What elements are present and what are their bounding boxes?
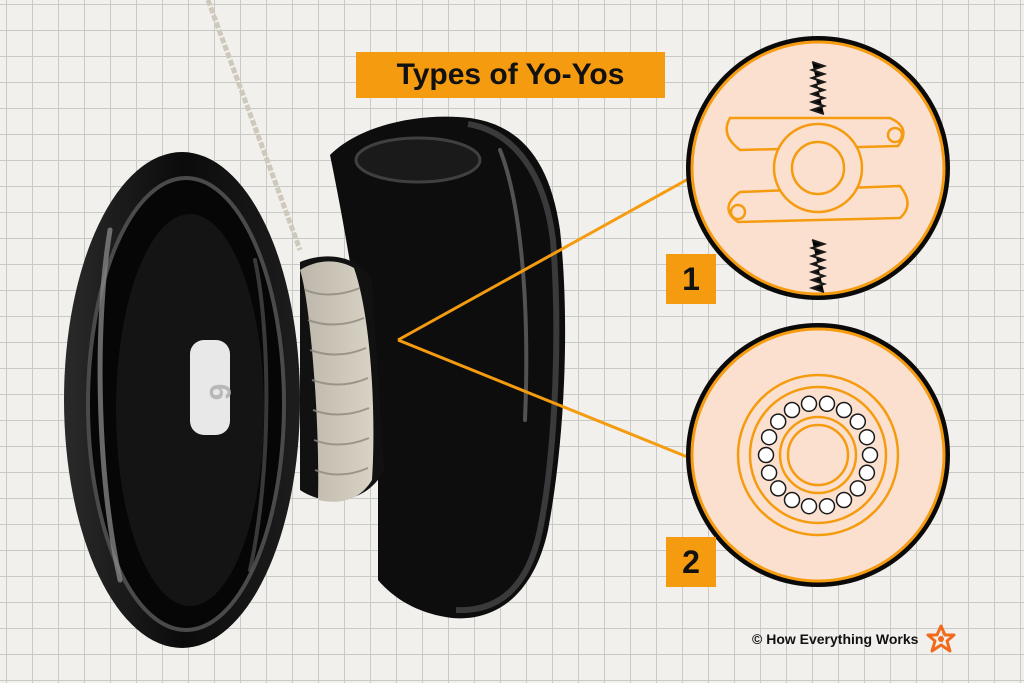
badge-1-label: 1: [682, 260, 700, 297]
badge-2: 2: [666, 537, 716, 587]
badge-1: 1: [666, 254, 716, 304]
bearing-ball: [858, 428, 876, 446]
bearing-ball: [783, 491, 801, 509]
panel-2-ball-bearing: [686, 323, 950, 587]
axle-cap: [190, 340, 230, 435]
bearing-ball: [757, 446, 775, 464]
bearing-ball: [818, 497, 836, 515]
bearing-ball: [835, 401, 853, 419]
clutch-arm-upper: [725, 116, 905, 152]
callout-lines: [397, 176, 691, 460]
bottom-spring: [808, 239, 828, 293]
credit-line: © How Everything Works: [752, 624, 956, 653]
yoyo-left-half: 6: [64, 152, 300, 648]
bearing-ball: [849, 413, 867, 430]
yoyo-string: [205, 0, 303, 251]
bearing-ball: [783, 401, 801, 419]
bearing-ball: [760, 464, 778, 482]
bearing-ball: [769, 480, 787, 497]
diagram-title: Types of Yo-Yos: [396, 58, 625, 91]
how-everything-works-logo-icon: [926, 624, 956, 653]
bearing-ball: [800, 497, 818, 515]
badge-2-label: 2: [682, 543, 700, 580]
top-spring: [808, 61, 828, 115]
clutch-arm-lower: [727, 184, 909, 224]
bearing-ball: [760, 428, 778, 446]
bearing-ball: [849, 480, 867, 497]
bearing-ball: [769, 413, 787, 430]
bearing-ball: [835, 491, 853, 509]
title-banner: Types of Yo-Yos: [356, 52, 665, 98]
clutch-hub-outer: [772, 122, 864, 214]
bearing-ball: [818, 395, 836, 413]
svg-text:6: 6: [203, 384, 236, 401]
clutch-hub-inner: [790, 140, 846, 196]
yoyo-right-half: [330, 116, 566, 619]
bearing-ball: [858, 464, 876, 482]
axle-string-wrap: [300, 256, 384, 502]
panel-1-clutch-mechanism: [686, 36, 950, 300]
bearing-ball: [800, 395, 818, 413]
credit-text: © How Everything Works: [752, 631, 919, 647]
bearing-balls: [757, 395, 879, 515]
bearing-ball: [861, 446, 879, 464]
